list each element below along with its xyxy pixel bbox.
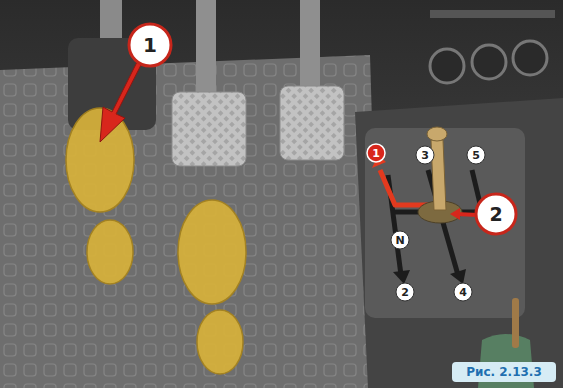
callout-number: 1 xyxy=(127,22,173,68)
shift-plate xyxy=(365,128,525,318)
number-text: 1 xyxy=(143,35,157,55)
pedal-stem xyxy=(196,0,216,95)
instrument-gauges xyxy=(430,10,555,83)
gear-number: 2 xyxy=(394,281,416,303)
circle-shape xyxy=(467,146,485,164)
circle-shape xyxy=(367,144,385,162)
number-text: N xyxy=(395,235,404,246)
accelerator-pedal xyxy=(280,86,344,160)
figure-caption: Рис. 2.13.3 xyxy=(452,362,556,382)
number-text: 2 xyxy=(489,205,502,224)
circle-shape xyxy=(416,146,434,164)
pointer-arrow xyxy=(100,60,142,142)
gear-number: 5 xyxy=(465,144,487,166)
pedal-stem xyxy=(300,0,320,90)
gear-number: 1 xyxy=(365,142,387,164)
circle-shape xyxy=(391,231,409,249)
circle-shape xyxy=(454,283,472,301)
circle-shape xyxy=(396,283,414,301)
number-text: 2 xyxy=(401,287,409,298)
number-text: 1 xyxy=(372,148,380,159)
pointer-arrow xyxy=(450,208,460,220)
circle-shape xyxy=(129,24,171,66)
number-text: 4 xyxy=(459,287,467,298)
brake-pedal xyxy=(172,92,246,166)
gear-number: 3 xyxy=(414,144,436,166)
gear-number: 4 xyxy=(452,281,474,303)
floor-mat xyxy=(0,55,380,388)
shift-path xyxy=(380,170,432,205)
center-console xyxy=(355,98,563,388)
lever-knob xyxy=(427,127,447,141)
number-text: 3 xyxy=(421,150,429,161)
callout-number: 2 xyxy=(474,192,518,236)
gear-number: N xyxy=(389,229,411,251)
footprint xyxy=(66,108,246,374)
circle-shape xyxy=(476,194,516,234)
number-text: 5 xyxy=(472,150,480,161)
shift-arrowhead xyxy=(393,269,466,284)
stick xyxy=(512,298,519,348)
